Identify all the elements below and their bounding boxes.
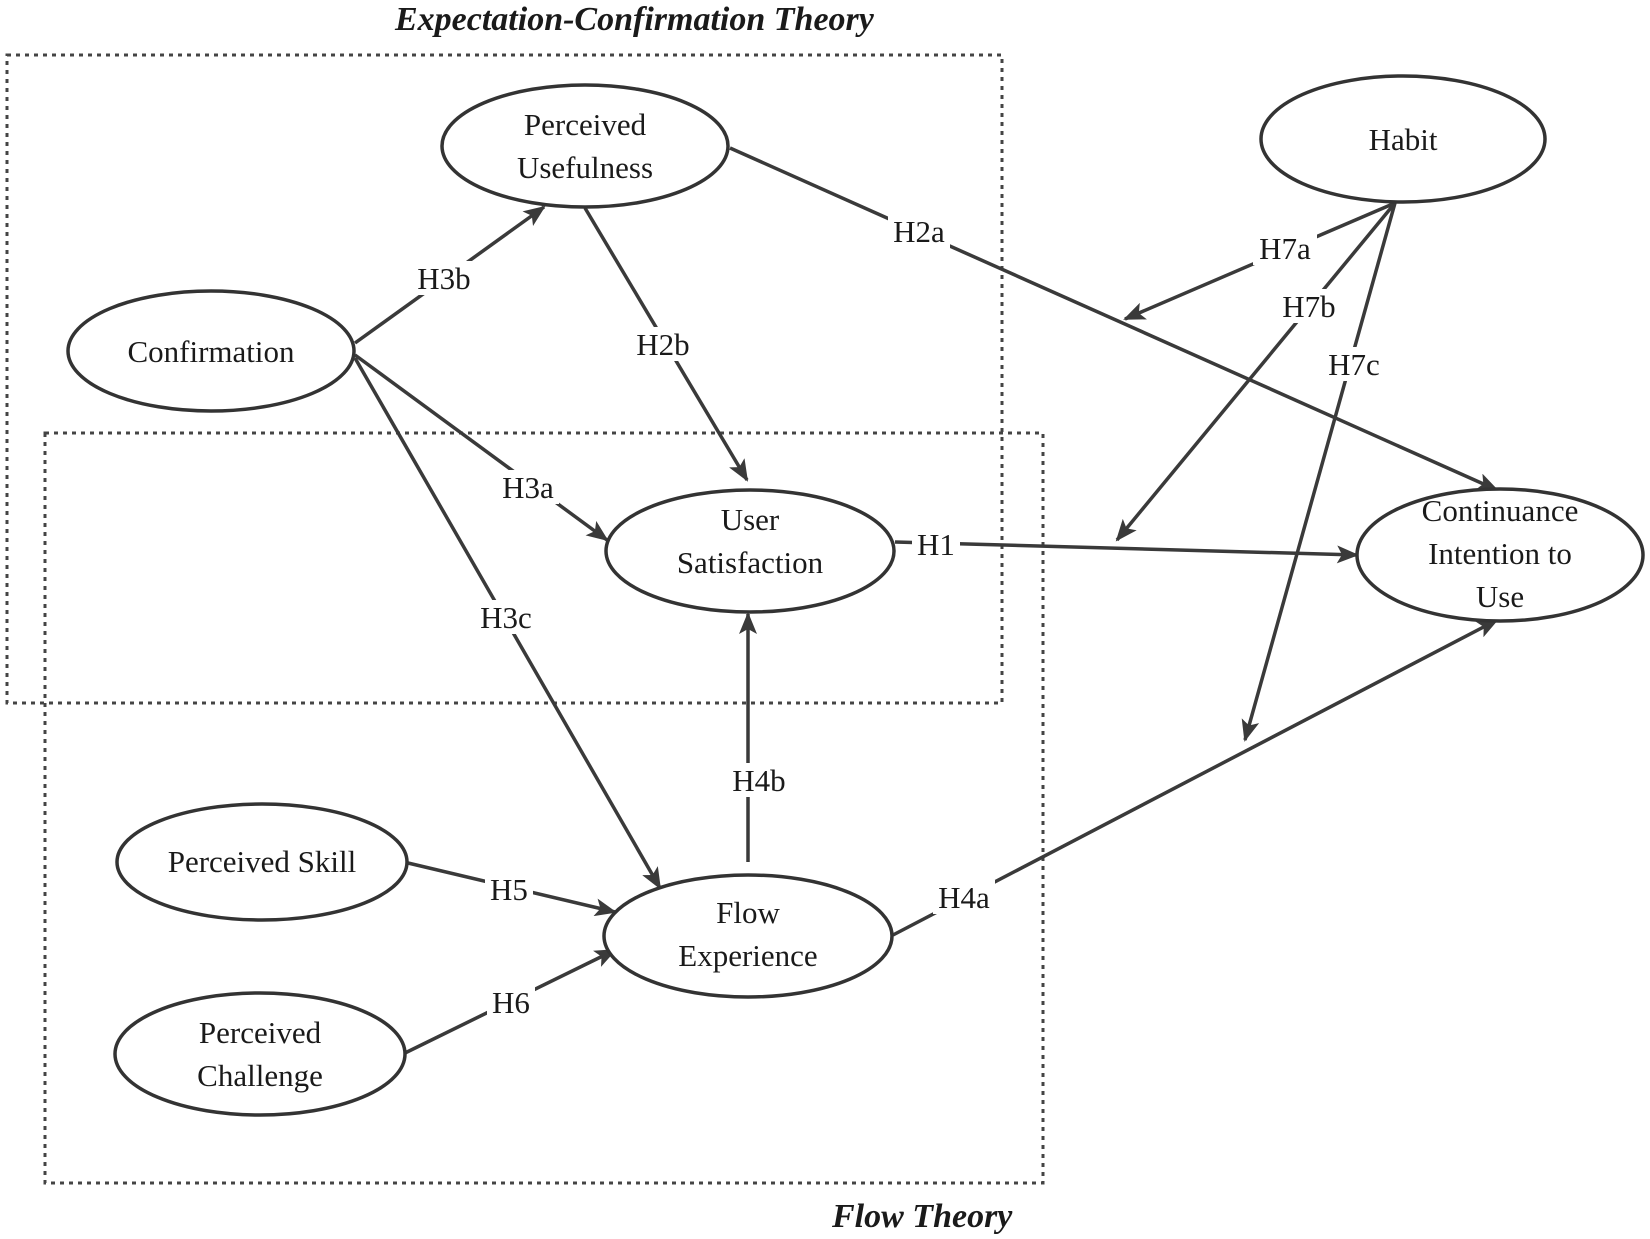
ect-title: Expectation-Confirmation Theory — [394, 1, 875, 38]
node-perceived-challenge-line2: Challenge — [197, 1058, 323, 1093]
node-habit-line1: Habit — [1369, 122, 1438, 157]
label-h2b: H2b — [632, 327, 694, 362]
nodes-group: Perceived Usefulness Confirmation User S… — [66, 74, 1645, 1117]
label-h2b-text: H2b — [636, 327, 689, 362]
edge-h3a — [353, 353, 609, 542]
flow-boundary-box — [43, 431, 1045, 1185]
label-h2a-text: H2a — [893, 214, 945, 249]
label-h1: H1 — [912, 527, 960, 562]
node-perceived-challenge: Perceived Challenge — [113, 991, 407, 1117]
node-confirmation-line1: Confirmation — [127, 334, 295, 369]
label-h3b-text: H3b — [417, 261, 470, 296]
label-h7a-text: H7a — [1259, 231, 1311, 266]
node-flow-experience: Flow Experience — [602, 873, 894, 999]
label-h5-text: H5 — [490, 872, 528, 907]
node-user-satisfaction-line1: User — [721, 502, 780, 537]
node-continuance-intention-line3: Use — [1476, 579, 1524, 614]
label-h4a-text: H4a — [938, 880, 990, 915]
label-h5: H5 — [485, 872, 533, 907]
node-perceived-usefulness-line1: Perceived — [524, 107, 647, 142]
label-h3c-text: H3c — [480, 600, 532, 635]
edge-h7b — [1115, 201, 1397, 542]
label-h6-text: H6 — [492, 985, 530, 1020]
node-habit: Habit — [1259, 74, 1547, 204]
edge-h2a — [729, 146, 1499, 492]
label-h3a-text: H3a — [502, 470, 554, 505]
label-h2a: H2a — [888, 214, 950, 249]
label-h7b: H7b — [1277, 289, 1341, 324]
node-continuance-intention: Continuance Intention to Use — [1355, 487, 1645, 623]
node-perceived-usefulness: Perceived Usefulness — [440, 83, 730, 209]
label-h3b: H3b — [413, 261, 475, 296]
label-h4b: H4b — [727, 763, 791, 798]
node-perceived-skill-line1: Perceived Skill — [168, 844, 357, 879]
node-continuance-intention-line2: Intention to — [1428, 536, 1572, 571]
label-h7b-text: H7b — [1282, 289, 1335, 324]
label-h6: H6 — [487, 985, 535, 1020]
node-continuance-intention-line1: Continuance — [1422, 493, 1579, 528]
node-flow-experience-line1: Flow — [716, 895, 780, 930]
label-h1-text: H1 — [917, 527, 955, 562]
node-user-satisfaction: User Satisfaction — [604, 488, 896, 614]
label-h7c: H7c — [1322, 347, 1386, 382]
node-confirmation: Confirmation — [66, 289, 356, 413]
label-h3c: H3c — [475, 600, 537, 635]
label-h7a: H7a — [1253, 231, 1317, 266]
label-h3a: H3a — [497, 470, 559, 505]
edge-h1 — [894, 540, 1359, 564]
label-h7c-text: H7c — [1328, 347, 1380, 382]
node-perceived-skill: Perceived Skill — [115, 802, 409, 922]
label-h4a: H4a — [933, 880, 995, 915]
node-user-satisfaction-line2: Satisfaction — [677, 545, 824, 580]
edge-labels-group: H2a H3b H2b H3a H3c H1 H4b H4a H5 H6 H7a… — [413, 214, 1386, 1020]
edge-h7c — [1241, 202, 1397, 742]
ect-boundary-box — [5, 53, 1004, 705]
node-perceived-challenge-line1: Perceived — [199, 1015, 322, 1050]
flow-title: Flow Theory — [831, 1198, 1013, 1235]
label-h4b-text: H4b — [732, 763, 785, 798]
node-flow-experience-line2: Experience — [678, 938, 817, 973]
node-perceived-usefulness-line2: Usefulness — [517, 150, 653, 185]
